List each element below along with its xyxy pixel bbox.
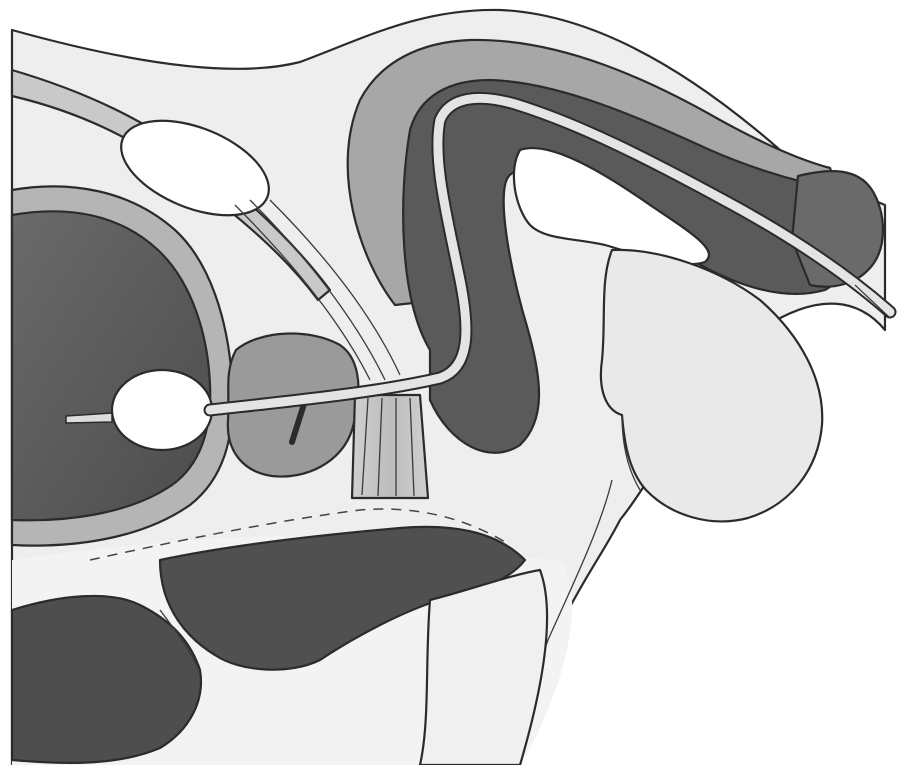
perineal-body <box>420 570 547 765</box>
catheter-balloon <box>112 370 212 450</box>
